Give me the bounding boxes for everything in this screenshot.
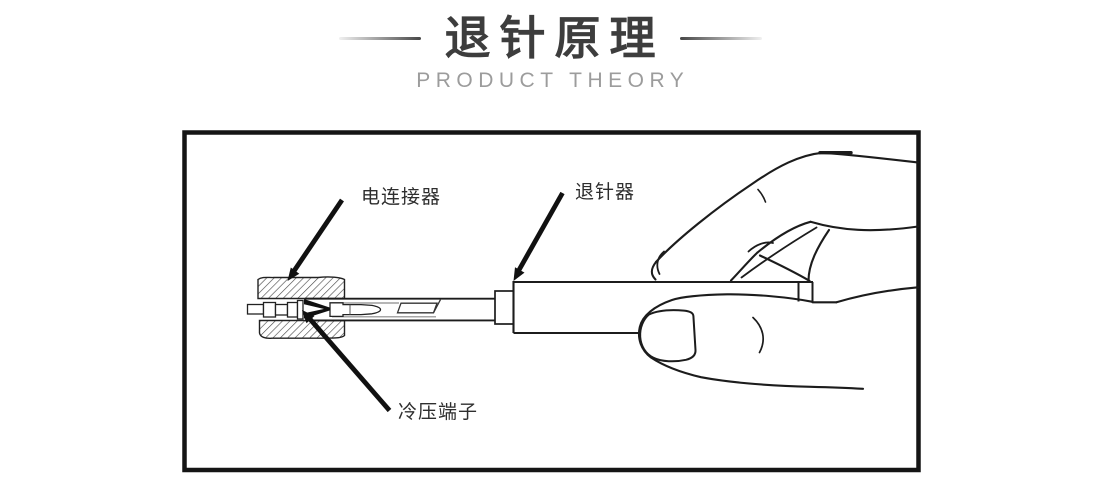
extractor-arrow	[513, 191, 565, 281]
hand-illustration	[637, 151, 920, 390]
connector-arrow	[287, 198, 344, 281]
connector-housing-top	[257, 276, 346, 300]
terminal-crimp-3	[286, 301, 299, 318]
thumb	[637, 286, 920, 390]
page-title: 退针原理	[444, 12, 665, 64]
terminal-crimp-2	[274, 303, 289, 316]
finger-crease	[757, 188, 767, 203]
terminal-crimp-1	[262, 301, 277, 318]
terminal-arrow	[302, 310, 392, 413]
thumbnail	[639, 309, 697, 363]
page-subtitle: PRODUCT THEORY	[416, 69, 690, 93]
title-decor-line-right	[679, 36, 762, 40]
connector-label: 电连接器	[361, 186, 441, 208]
terminal-label: 冷压端子	[398, 401, 478, 423]
terminal-wire-stub	[246, 303, 265, 315]
header: 退针原理 PRODUCT THEORY	[0, 14, 1100, 91]
connector-housing-bottom	[258, 319, 346, 340]
extractor-collar	[494, 290, 515, 325]
thumb-crease	[752, 316, 765, 354]
callout-arrows	[287, 191, 565, 413]
extractor-label: 退针器	[575, 181, 635, 203]
extractor-body	[494, 280, 814, 335]
index-fingernail	[656, 250, 665, 275]
terminal-flange	[296, 299, 304, 320]
retention-tine-top	[304, 299, 330, 311]
title-decor-line-left	[338, 36, 421, 40]
sleeve-slot-window	[396, 302, 438, 314]
folded-fingers	[740, 220, 920, 282]
index-finger	[650, 151, 920, 282]
extractor-barrel	[512, 280, 813, 333]
terminal-pin-contact	[329, 302, 382, 318]
extractor-end-cap	[797, 282, 814, 302]
crimp-terminal	[246, 299, 304, 320]
title-row: 退针原理	[0, 14, 1100, 62]
